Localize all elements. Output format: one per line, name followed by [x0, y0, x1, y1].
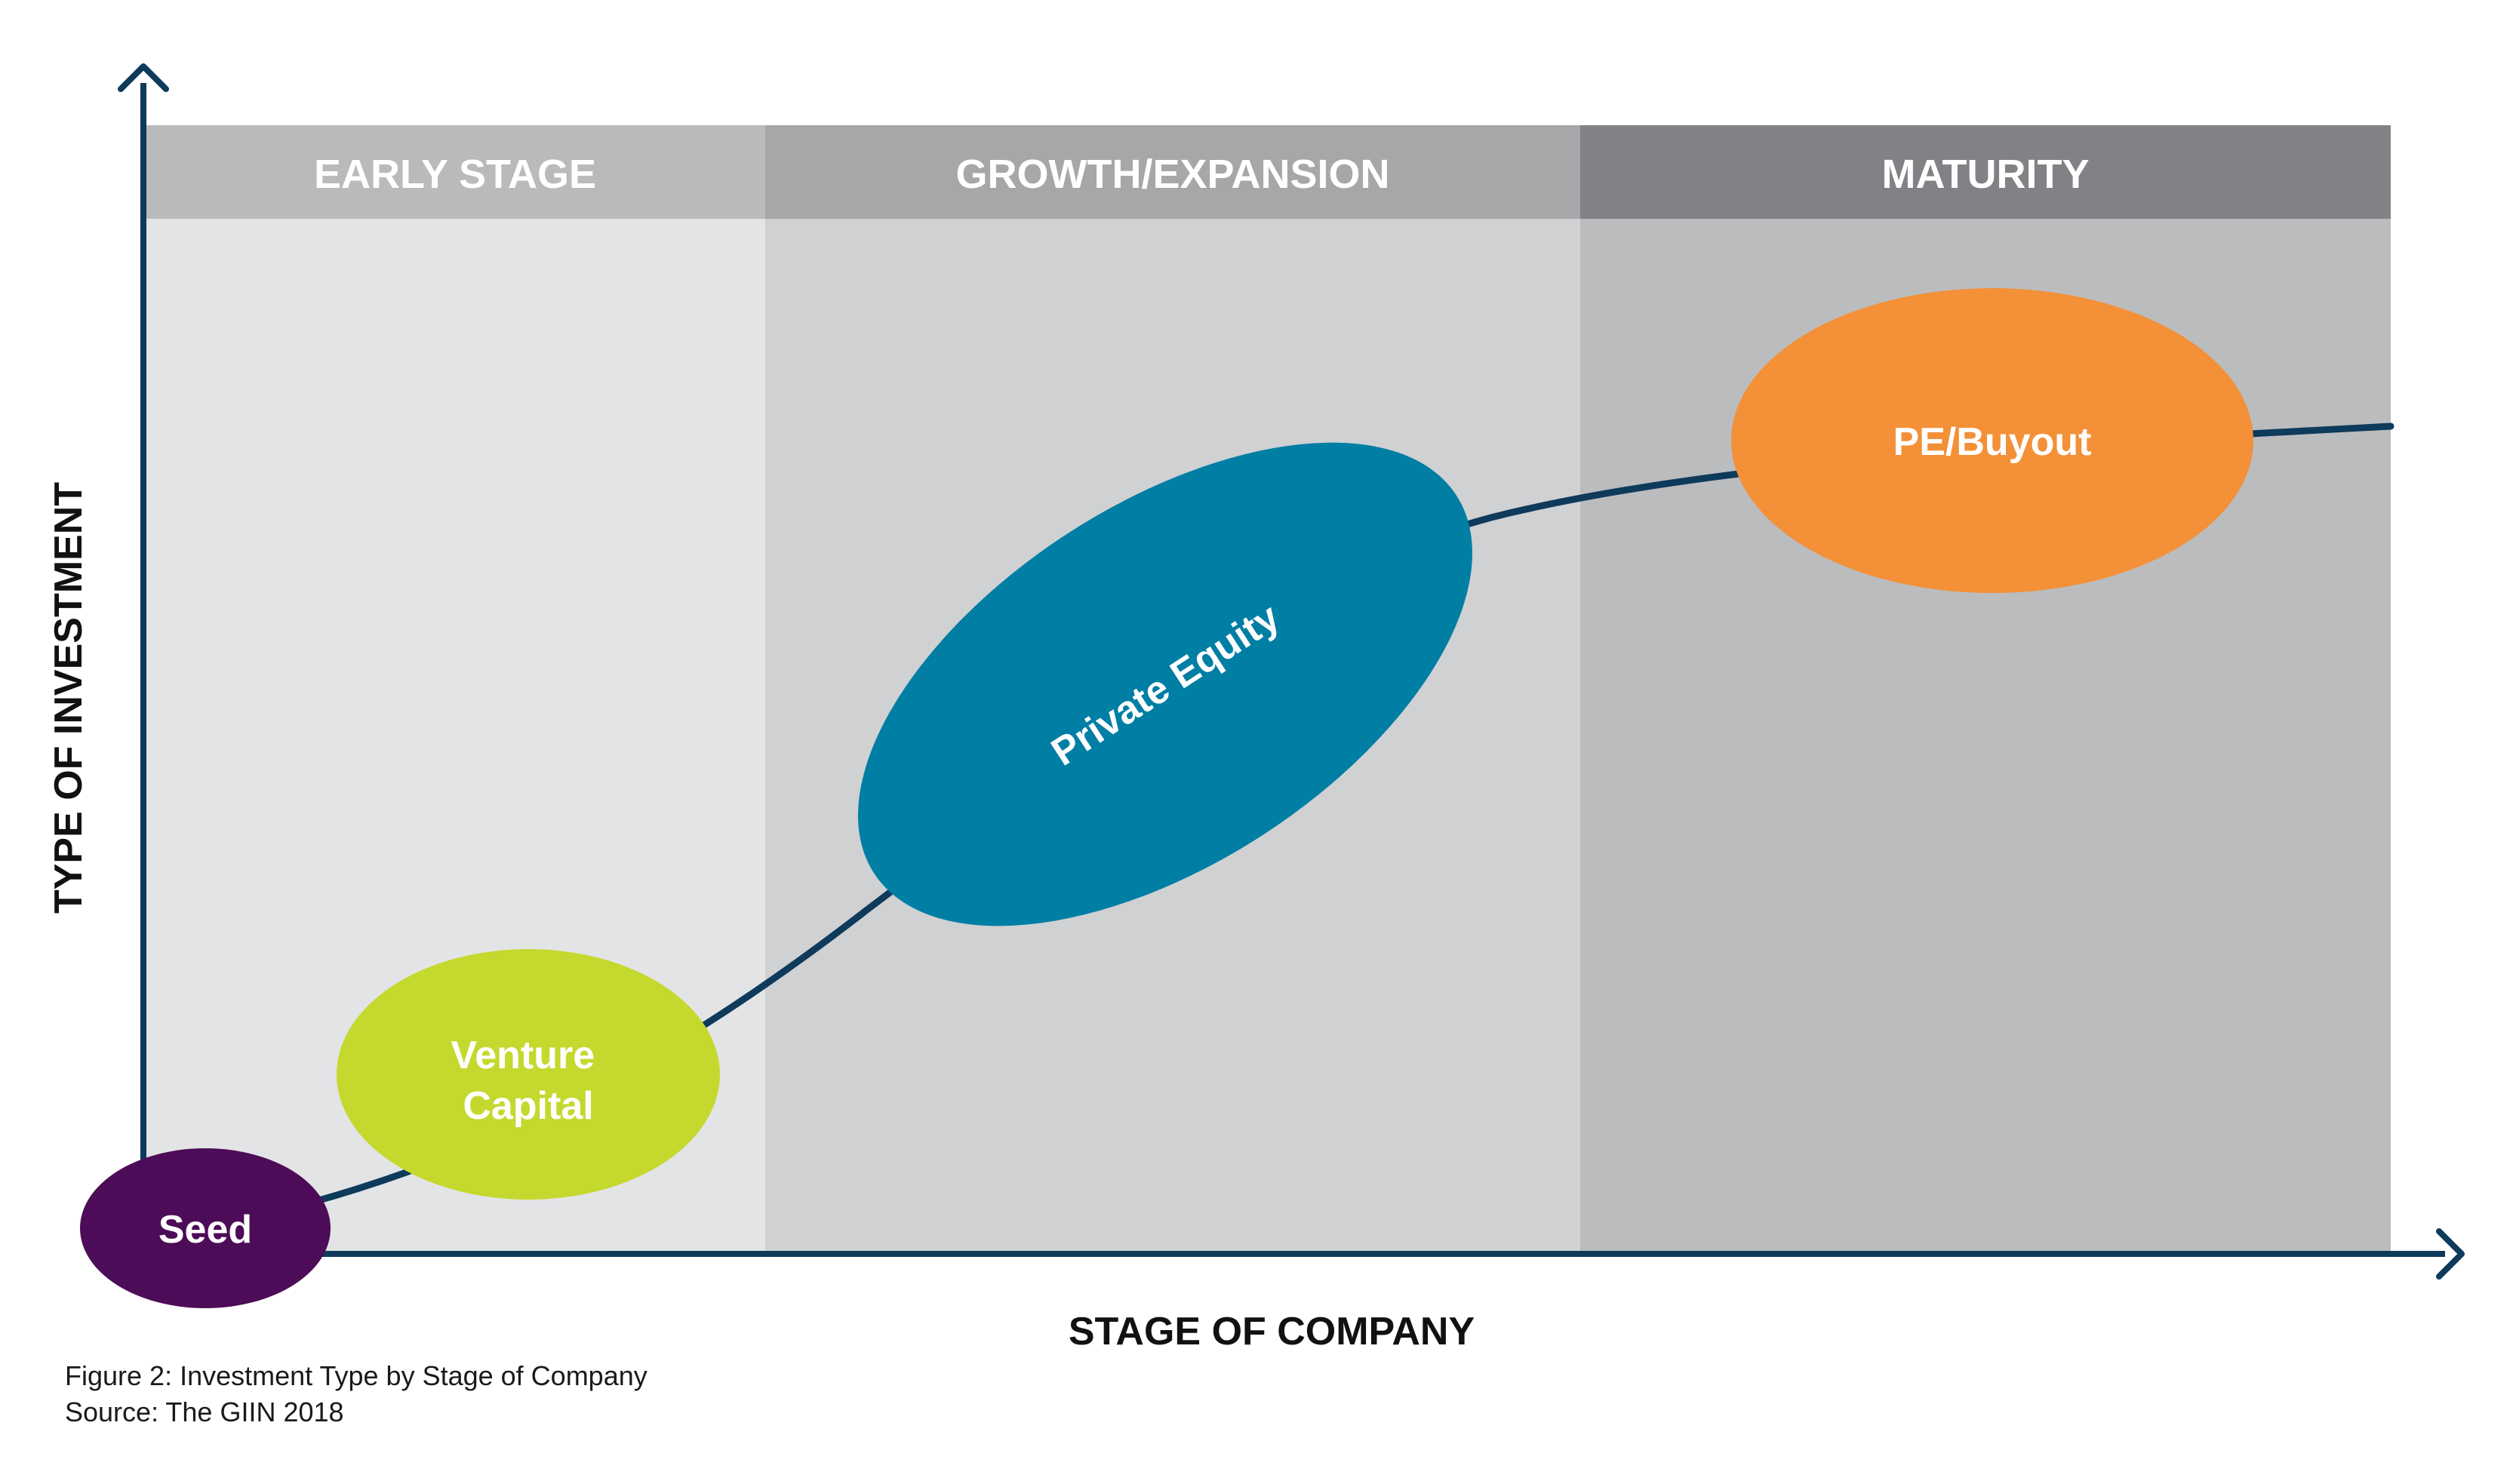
growth-expansion-label: GROWTH/EXPANSION — [955, 152, 1389, 197]
seed-label: Seed — [158, 1208, 252, 1252]
figure-source: Source: The GIIN 2018 — [65, 1396, 344, 1427]
venture-capital-label: Venture Capital — [451, 1034, 605, 1128]
seed-bubble — [80, 1148, 331, 1308]
maturity-label: MATURITY — [1882, 152, 2090, 197]
maturity-stage-header — [1580, 125, 2391, 219]
figure-caption: Figure 2: Investment Type by Stage of Co… — [65, 1358, 647, 1430]
venture-capital-bubble — [337, 949, 720, 1200]
early-stage-label: EARLY STAGE — [314, 152, 596, 197]
early-stage-header — [145, 125, 765, 219]
x-axis-arrowhead — [2436, 1228, 2465, 1280]
y-axis-arrowhead — [118, 63, 169, 92]
private-equity-bubble — [858, 442, 1472, 926]
pe-buyout-label: PE/Buyout — [1893, 420, 2092, 464]
x-axis-label: STAGE OF COMPANY — [1069, 1310, 1475, 1353]
pe-buyout-bubble — [1731, 288, 2253, 593]
y-axis-label: TYPE OF INVESTMENT — [47, 482, 91, 914]
growth-stage-header — [765, 125, 1580, 219]
figure-title: Figure 2: Investment Type by Stage of Co… — [65, 1360, 647, 1391]
